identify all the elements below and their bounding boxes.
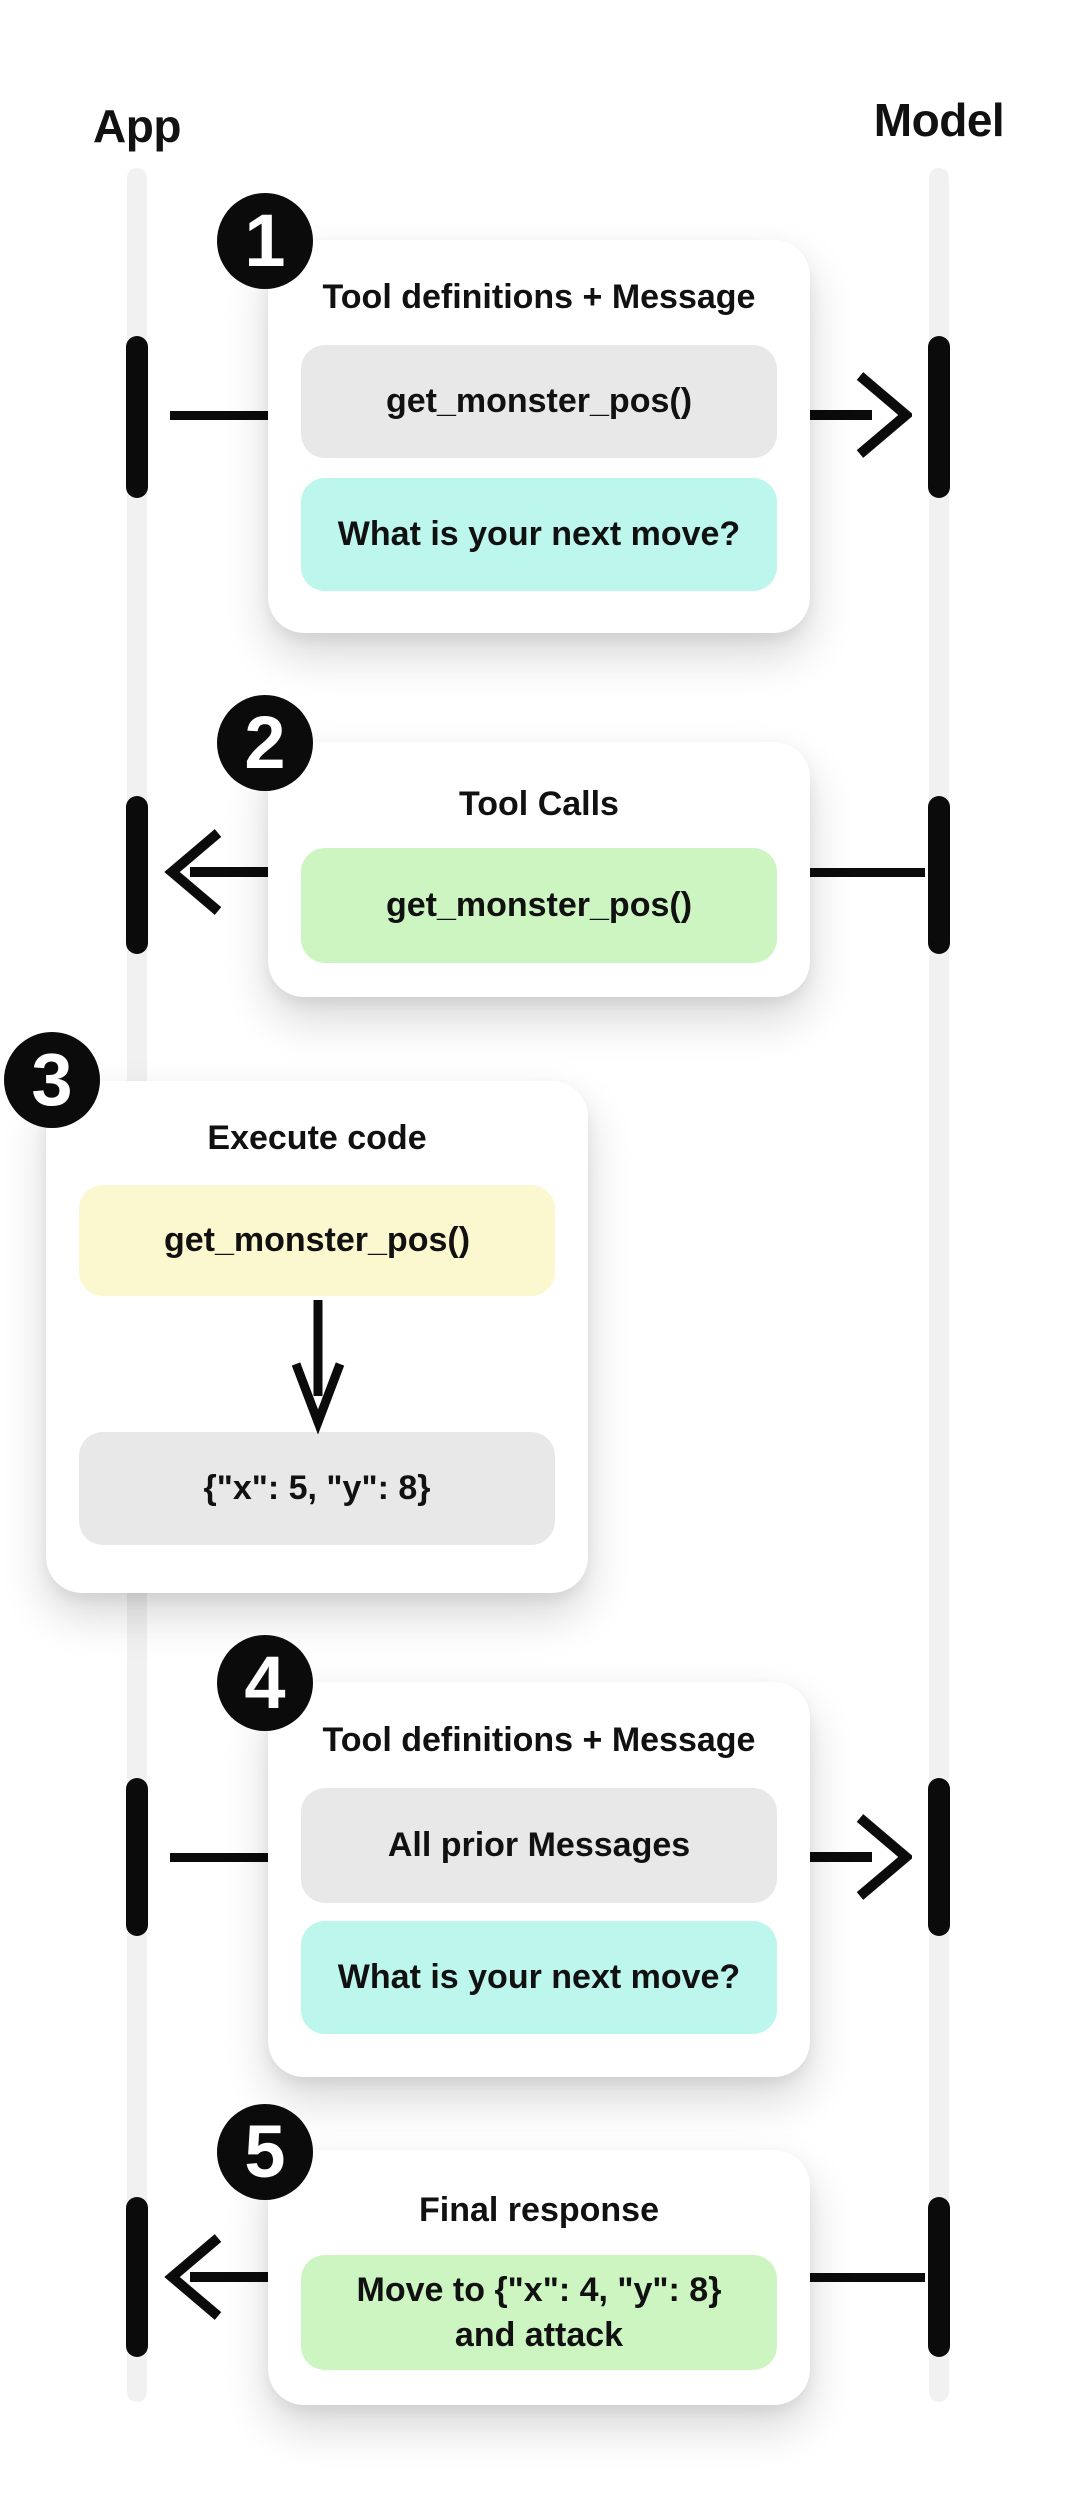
activation-bar-app-step1 bbox=[126, 336, 148, 498]
step5-number: 5 bbox=[244, 2110, 286, 2193]
step1-card: Tool definitions + Message get_monster_p… bbox=[268, 240, 810, 633]
step1-badge: 1 bbox=[217, 193, 313, 289]
activation-bar-model-step2 bbox=[928, 796, 950, 954]
arrow-right-icon bbox=[808, 372, 912, 458]
lifeline-model bbox=[929, 168, 949, 2402]
actor-label-app: App bbox=[93, 100, 181, 152]
activation-bar-app-step5 bbox=[126, 2197, 148, 2357]
arrow-step5-tail-line bbox=[810, 2273, 925, 2282]
step4-card: Tool definitions + Message All prior Mes… bbox=[268, 1682, 810, 2077]
arrow-left-icon bbox=[164, 2234, 268, 2320]
step4-number: 4 bbox=[244, 1641, 286, 1724]
step2-number: 2 bbox=[244, 701, 286, 784]
step4-user-message-box: What is your next move? bbox=[301, 1921, 777, 2034]
arrow-down-icon bbox=[291, 1300, 345, 1434]
step3-result-box: {"x": 5, "y": 8} bbox=[79, 1432, 555, 1545]
step5-title: Final response bbox=[419, 2191, 659, 2229]
step5-badge: 5 bbox=[217, 2104, 313, 2200]
step4-badge: 4 bbox=[217, 1635, 313, 1731]
step1-user-message-box: What is your next move? bbox=[301, 478, 777, 591]
step5-card: Final response Move to {"x": 4, "y": 8} … bbox=[268, 2150, 810, 2405]
arrow-left-icon bbox=[164, 829, 268, 915]
actor-label-model: Model bbox=[873, 94, 1005, 146]
step2-tool-call-box: get_monster_pos() bbox=[301, 848, 777, 963]
step4-title: Tool definitions + Message bbox=[322, 1721, 756, 1759]
step3-badge: 3 bbox=[4, 1032, 100, 1128]
step1-title: Tool definitions + Message bbox=[322, 278, 756, 316]
activation-bar-model-step5 bbox=[928, 2197, 950, 2357]
step3-number: 3 bbox=[31, 1038, 73, 1121]
step2-card: Tool Calls get_monster_pos() bbox=[268, 742, 810, 997]
step4-prior-messages-box: All prior Messages bbox=[301, 1788, 777, 1903]
activation-bar-app-step2 bbox=[126, 796, 148, 954]
activation-bar-model-step4 bbox=[928, 1778, 950, 1936]
step2-title: Tool Calls bbox=[459, 785, 619, 823]
step3-title: Execute code bbox=[207, 1119, 427, 1157]
activation-bar-model-step1 bbox=[928, 336, 950, 498]
step3-code-box: get_monster_pos() bbox=[79, 1185, 555, 1296]
arrow-step1-tail-line bbox=[170, 411, 268, 420]
arrow-step4-tail-line bbox=[170, 1853, 268, 1862]
step1-tool-definitions-box: get_monster_pos() bbox=[301, 345, 777, 458]
activation-bar-app-step4 bbox=[126, 1778, 148, 1936]
step1-number: 1 bbox=[244, 199, 286, 282]
step5-final-response-box: Move to {"x": 4, "y": 8} and attack bbox=[301, 2255, 777, 2370]
arrow-step2-tail-line bbox=[810, 868, 925, 877]
arrow-right-icon bbox=[808, 1814, 912, 1900]
step3-card: Execute code get_monster_pos() {"x": 5, … bbox=[46, 1081, 588, 1593]
step2-badge: 2 bbox=[217, 695, 313, 791]
